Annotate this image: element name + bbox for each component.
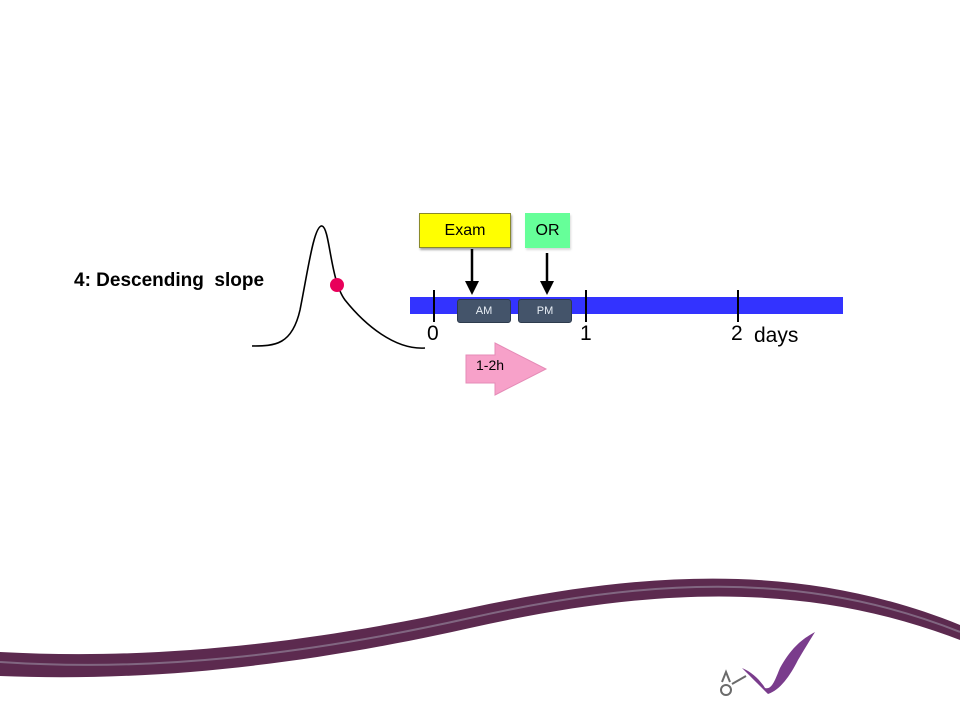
- tick-label-1: 1: [580, 322, 592, 345]
- pm-label: PM: [536, 305, 554, 317]
- duration-label: 1-2h: [476, 357, 505, 373]
- or-arrow-head: [540, 281, 554, 295]
- am-slot: AM: [457, 299, 511, 323]
- diagram-heading: 4: Descending slope: [74, 270, 265, 291]
- or-label: OR: [535, 221, 560, 239]
- exam-box: Exam: [419, 213, 511, 248]
- peak-curve: [251, 225, 426, 349]
- footer-wave-shadow: [0, 585, 960, 666]
- exam-arrow-head: [465, 281, 479, 295]
- tick-label-0: 0: [427, 322, 439, 345]
- or-box: OR: [525, 213, 570, 248]
- tick-label-2: 2: [731, 322, 743, 345]
- pm-slot: PM: [518, 299, 572, 323]
- logo-figure: [720, 632, 815, 696]
- footer-wave: [0, 578, 960, 678]
- exam-label: Exam: [444, 221, 486, 239]
- duration-arrow: [465, 342, 548, 396]
- am-label: AM: [475, 305, 493, 317]
- curve-marker: [330, 278, 344, 292]
- timeline-unit: days: [754, 324, 799, 347]
